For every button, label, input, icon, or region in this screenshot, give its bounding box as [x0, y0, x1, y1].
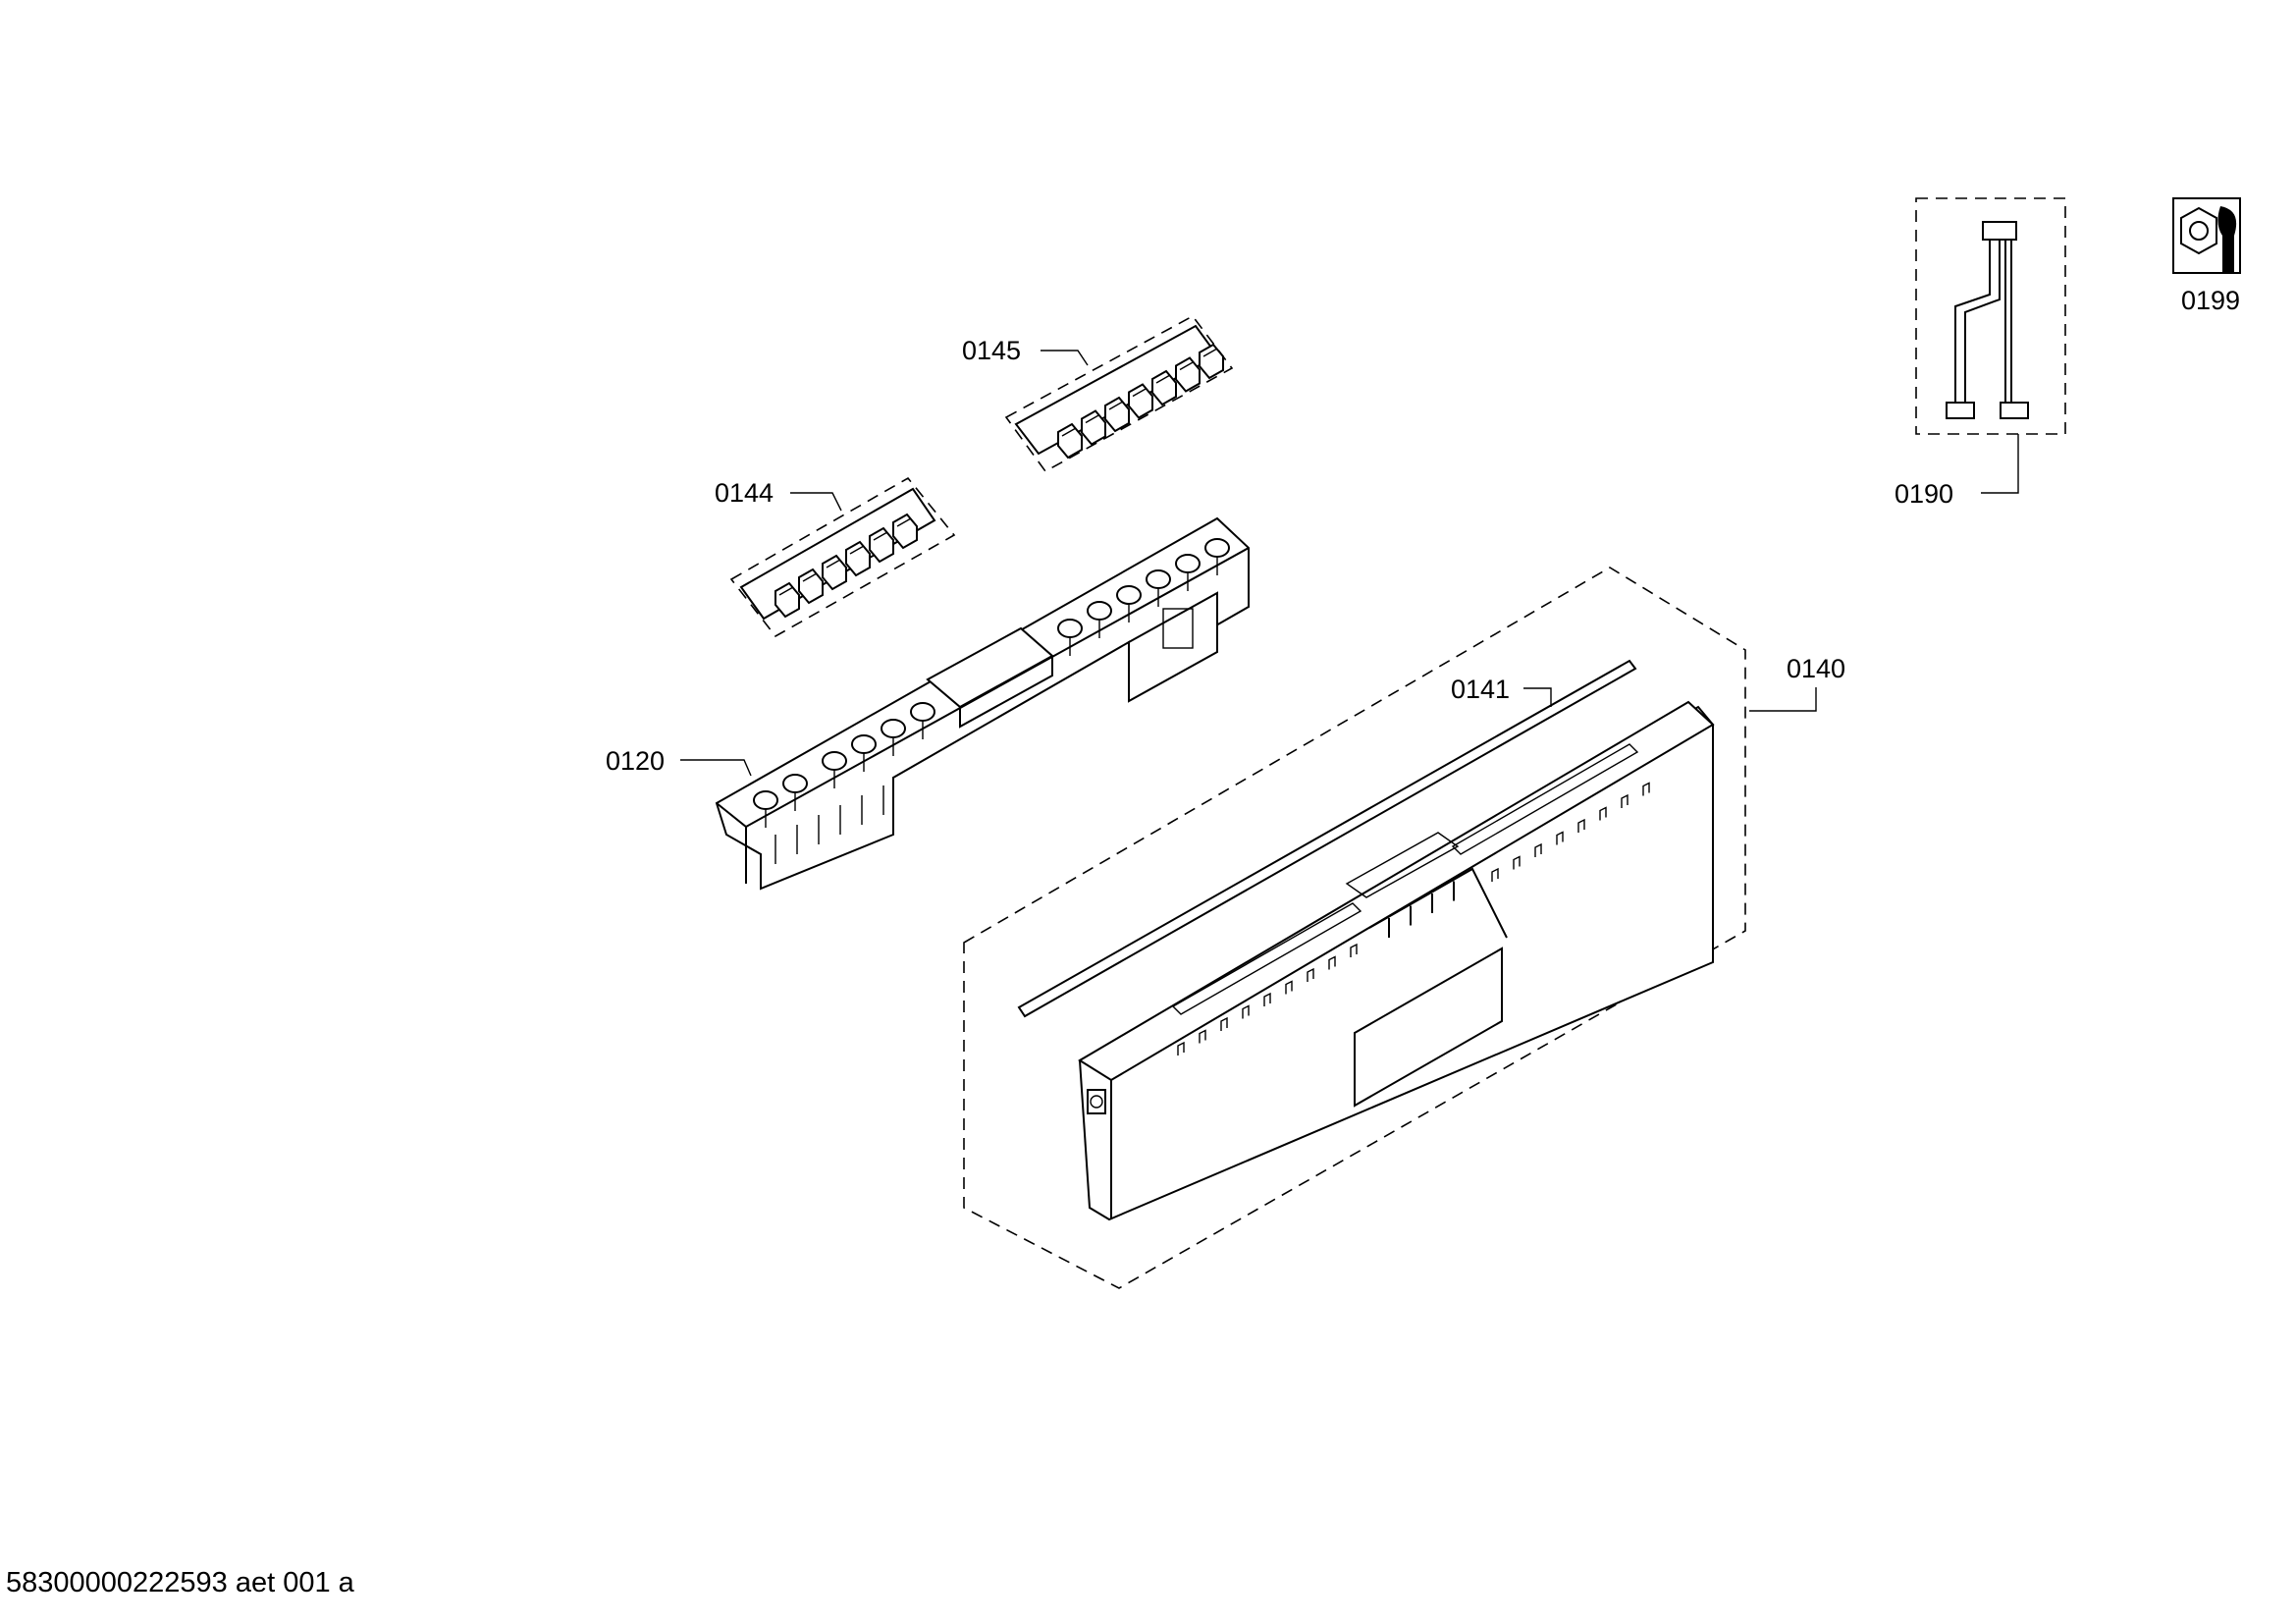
document-reference-code: 58300000222593 aet 001 a: [6, 1567, 354, 1598]
key-cap: [1175, 356, 1201, 393]
leader-0141: [1523, 687, 1552, 707]
part-0145-key-caps[interactable]: [1004, 314, 1234, 473]
knob-seat: [1175, 554, 1201, 573]
terminal-pin: [1350, 943, 1358, 957]
callout-0141: 0141: [1451, 675, 1510, 704]
callout-0144: 0144: [715, 478, 774, 508]
leader-0140: [1749, 687, 1817, 712]
terminal-pin: [1491, 867, 1499, 882]
callout-0120: 0120: [606, 746, 665, 776]
callout-0140: 0140: [1787, 654, 1845, 683]
key-cap: [822, 554, 847, 591]
knob-seat: [881, 719, 906, 738]
part-0144-key-caps[interactable]: [729, 476, 956, 638]
callout-0190: 0190: [1895, 479, 1953, 509]
terminal-pin: [1577, 818, 1585, 833]
leader-0144: [790, 492, 842, 512]
terminal-pin: [1328, 955, 1336, 970]
part-0141-seal-strip[interactable]: [1017, 659, 1637, 1018]
terminal-pin: [1263, 992, 1271, 1006]
key-cap: [1104, 396, 1130, 433]
terminal-pin: [1285, 980, 1293, 995]
terminal-pin: [1534, 842, 1542, 857]
terminal-pin: [1307, 967, 1314, 982]
key-cap: [1151, 369, 1177, 406]
knob-seat: [1057, 619, 1083, 638]
knob-seat: [1087, 601, 1112, 621]
key-cap: [1128, 383, 1153, 419]
callout-0199: 0199: [2181, 286, 2240, 315]
key-cap: [845, 540, 871, 577]
knob-seat: [851, 734, 877, 754]
knob-seat: [1204, 538, 1230, 558]
key-cap: [798, 568, 824, 605]
key-cap: [1199, 343, 1224, 380]
terminal-pin: [1513, 855, 1521, 870]
part-0120-control-frame[interactable]: [715, 516, 1250, 891]
terminal-pin: [1599, 806, 1607, 821]
knob-seat: [822, 751, 847, 771]
part-0190-cable-harness[interactable]: [1915, 197, 2066, 435]
knob-seat: [753, 790, 778, 810]
terminal-pin: [1242, 1004, 1250, 1019]
terminal-pin: [1642, 782, 1650, 796]
key-cap: [892, 513, 918, 550]
terminal-pin: [1177, 1041, 1185, 1056]
terminal-pin: [1556, 831, 1564, 845]
terminal-pin: [1199, 1029, 1206, 1044]
part-0140-electronic-module[interactable]: [963, 567, 1746, 1289]
terminal-pin: [1220, 1016, 1228, 1031]
key-cap: [869, 526, 894, 564]
knob-seat: [782, 774, 808, 793]
knob-seat: [910, 702, 935, 722]
key-cap: [1081, 409, 1106, 446]
knob-seat: [1116, 585, 1142, 605]
knob-seat: [1146, 569, 1171, 589]
callout-0145: 0145: [962, 336, 1021, 365]
terminal-pin: [1621, 793, 1629, 808]
wrench-nut-icon[interactable]: [2172, 197, 2241, 274]
key-cap: [774, 581, 800, 619]
leader-0145: [1041, 350, 1089, 366]
leader-0190: [1981, 434, 2019, 494]
key-cap: [1057, 422, 1083, 460]
leader-0120: [680, 759, 752, 777]
